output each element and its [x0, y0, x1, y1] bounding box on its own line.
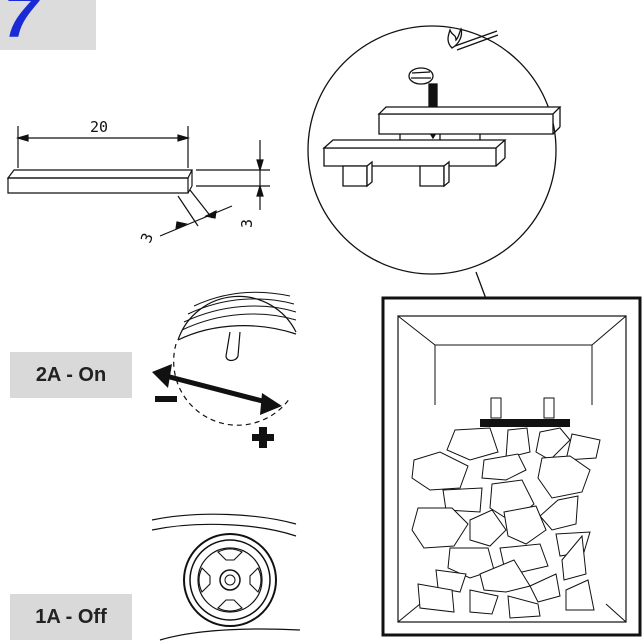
off-label: 1A - Off — [10, 594, 132, 640]
stove-diagram — [381, 296, 642, 637]
height-dimension: 3 — [238, 219, 256, 228]
minus-sign — [155, 396, 177, 402]
kindling-dimension-drawing — [6, 126, 270, 237]
step-number: 7 — [4, 0, 39, 51]
air-control-off-detail — [151, 513, 301, 641]
air-control-on-detail — [152, 291, 297, 426]
step-badge — [0, 0, 96, 50]
plus-sign — [252, 427, 274, 448]
width-dimension: 3 — [137, 230, 157, 245]
on-label: 2A - On — [10, 352, 132, 398]
length-dimension: 20 — [90, 118, 108, 136]
lighting-detail-circle — [307, 25, 562, 391]
stones — [411, 427, 601, 619]
